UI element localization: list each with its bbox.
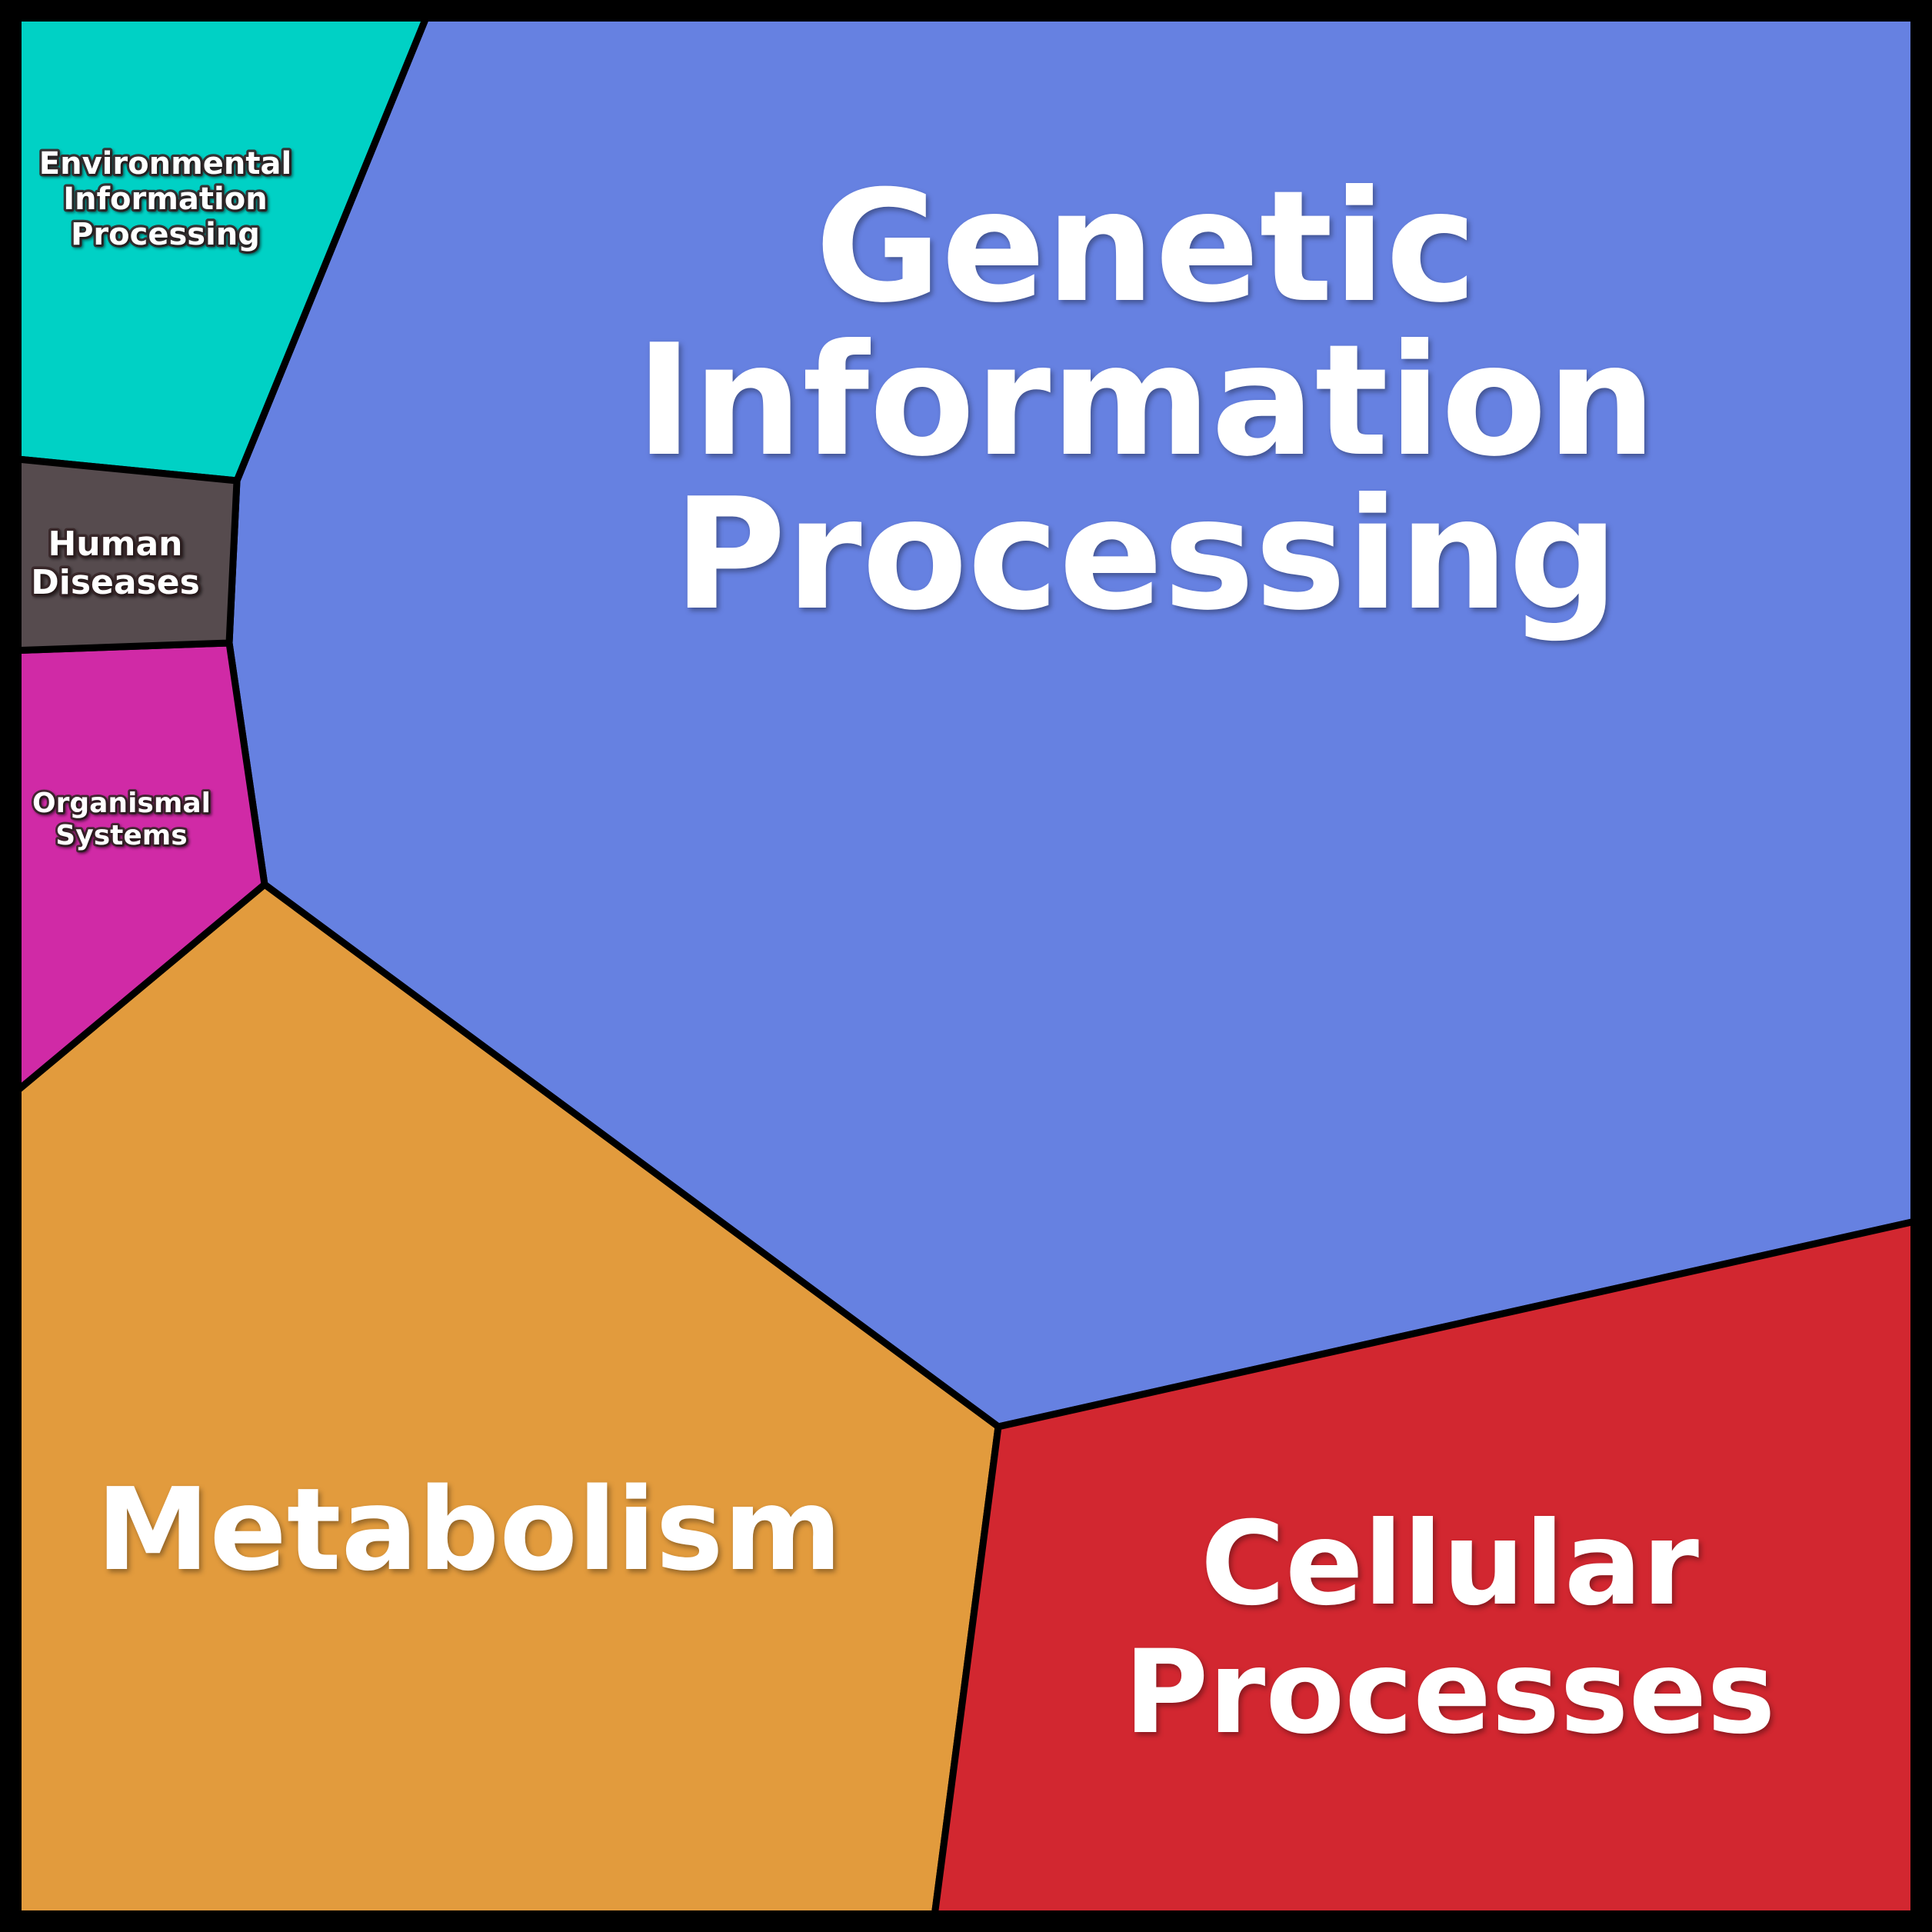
region-human-diseases	[6, 455, 241, 655]
